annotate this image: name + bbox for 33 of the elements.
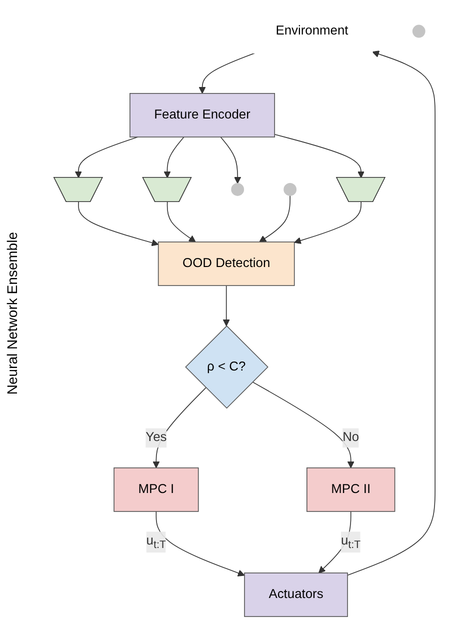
arrow [152,387,206,468]
arrow [164,136,184,178]
node-circle [412,24,426,38]
arrow [318,511,352,574]
node-box: Feature Encoder [130,93,275,138]
edge-label: No [342,430,360,444]
node-box: OOD Detection [158,242,295,286]
node-text: Environment [276,24,348,38]
side-label: Neural Network Ensemble [3,230,21,396]
node-box: MPC I [114,467,199,512]
arrow [274,134,365,178]
arrow [156,511,245,576]
node-circle [284,183,297,196]
arrow [347,50,436,576]
arrow [166,202,196,242]
arrow [198,52,256,94]
edge-label: Yes [146,430,167,444]
edge-label: u$_{t:T}$ [146,534,166,550]
arrow [74,136,138,178]
node-trapezoid [142,176,192,202]
arrow [252,382,354,468]
node-diamond: ρ < C? [185,325,268,409]
node-trapezoid [336,176,386,202]
arrow [294,202,362,244]
node-trapezoid [53,176,104,202]
arrow [259,195,290,242]
edge-label: u$_{t:T}$ [340,534,361,550]
node-circle [231,183,244,196]
arrow [220,136,242,184]
arrow [78,202,159,246]
arrow [222,285,230,326]
node-box: Actuators [244,572,348,617]
node-box: MPC II [306,467,396,512]
